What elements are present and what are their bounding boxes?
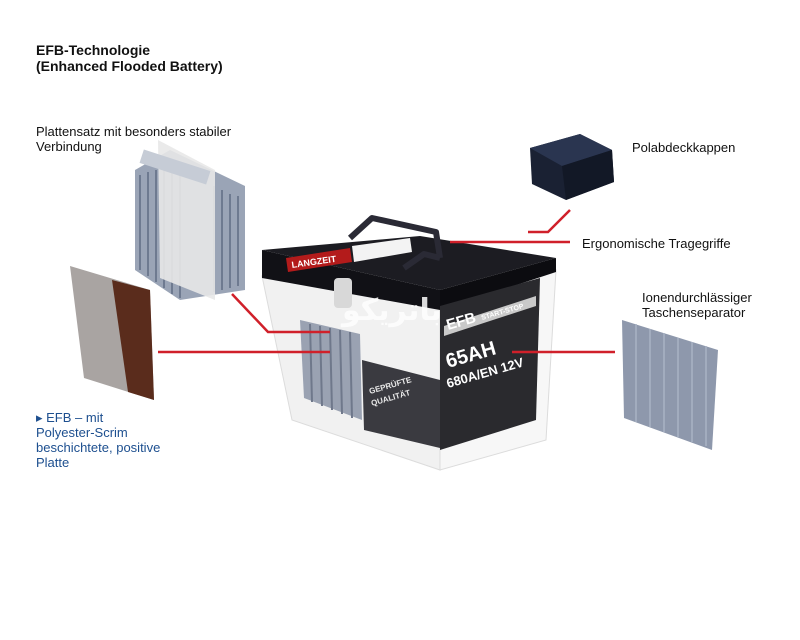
title-line-2: (Enhanced Flooded Battery) [36,58,223,74]
callout-terminal-caps [528,209,571,234]
efb-plate-label-line4: Platte [36,455,70,470]
plate-set-image [135,140,245,300]
terminal-cap-image [530,134,614,200]
terminal-caps-label: Polabdeckkappen [632,140,736,155]
plate-set-label-line2: Verbindung [36,139,102,154]
efb-plate-image [70,266,154,400]
separator-image [622,320,718,450]
efb-plate-label-line2: Polyester-Scrim [36,425,128,440]
callout-plate-set [231,293,330,334]
separator-label: Ionendurchlässiger Taschenseparator [642,290,752,320]
battery-image [261,215,557,471]
page-title: EFB-Technologie (Enhanced Flooded Batter… [36,42,223,74]
watermark-text: باتریکو [340,293,442,328]
efb-plate-label-line3: beschichtete, positive [36,440,161,455]
separator-label-line1: Ionendurchlässiger [642,290,752,305]
handles-label: Ergonomische Tragegriffe [582,236,731,251]
plate-set-label: Plattensatz mit besonders stabiler Verbi… [36,124,231,154]
callout-lines [158,209,615,354]
efb-plate-label-line1: ▸ EFB – mit [36,410,104,425]
efb-plate-label: ▸ EFB – mit Polyester-Scrim beschichtete… [36,410,160,470]
title-line-1: EFB-Technologie [36,42,151,58]
separator-label-line2: Taschenseparator [642,305,746,320]
plate-set-label-line1: Plattensatz mit besonders stabiler [36,124,232,139]
